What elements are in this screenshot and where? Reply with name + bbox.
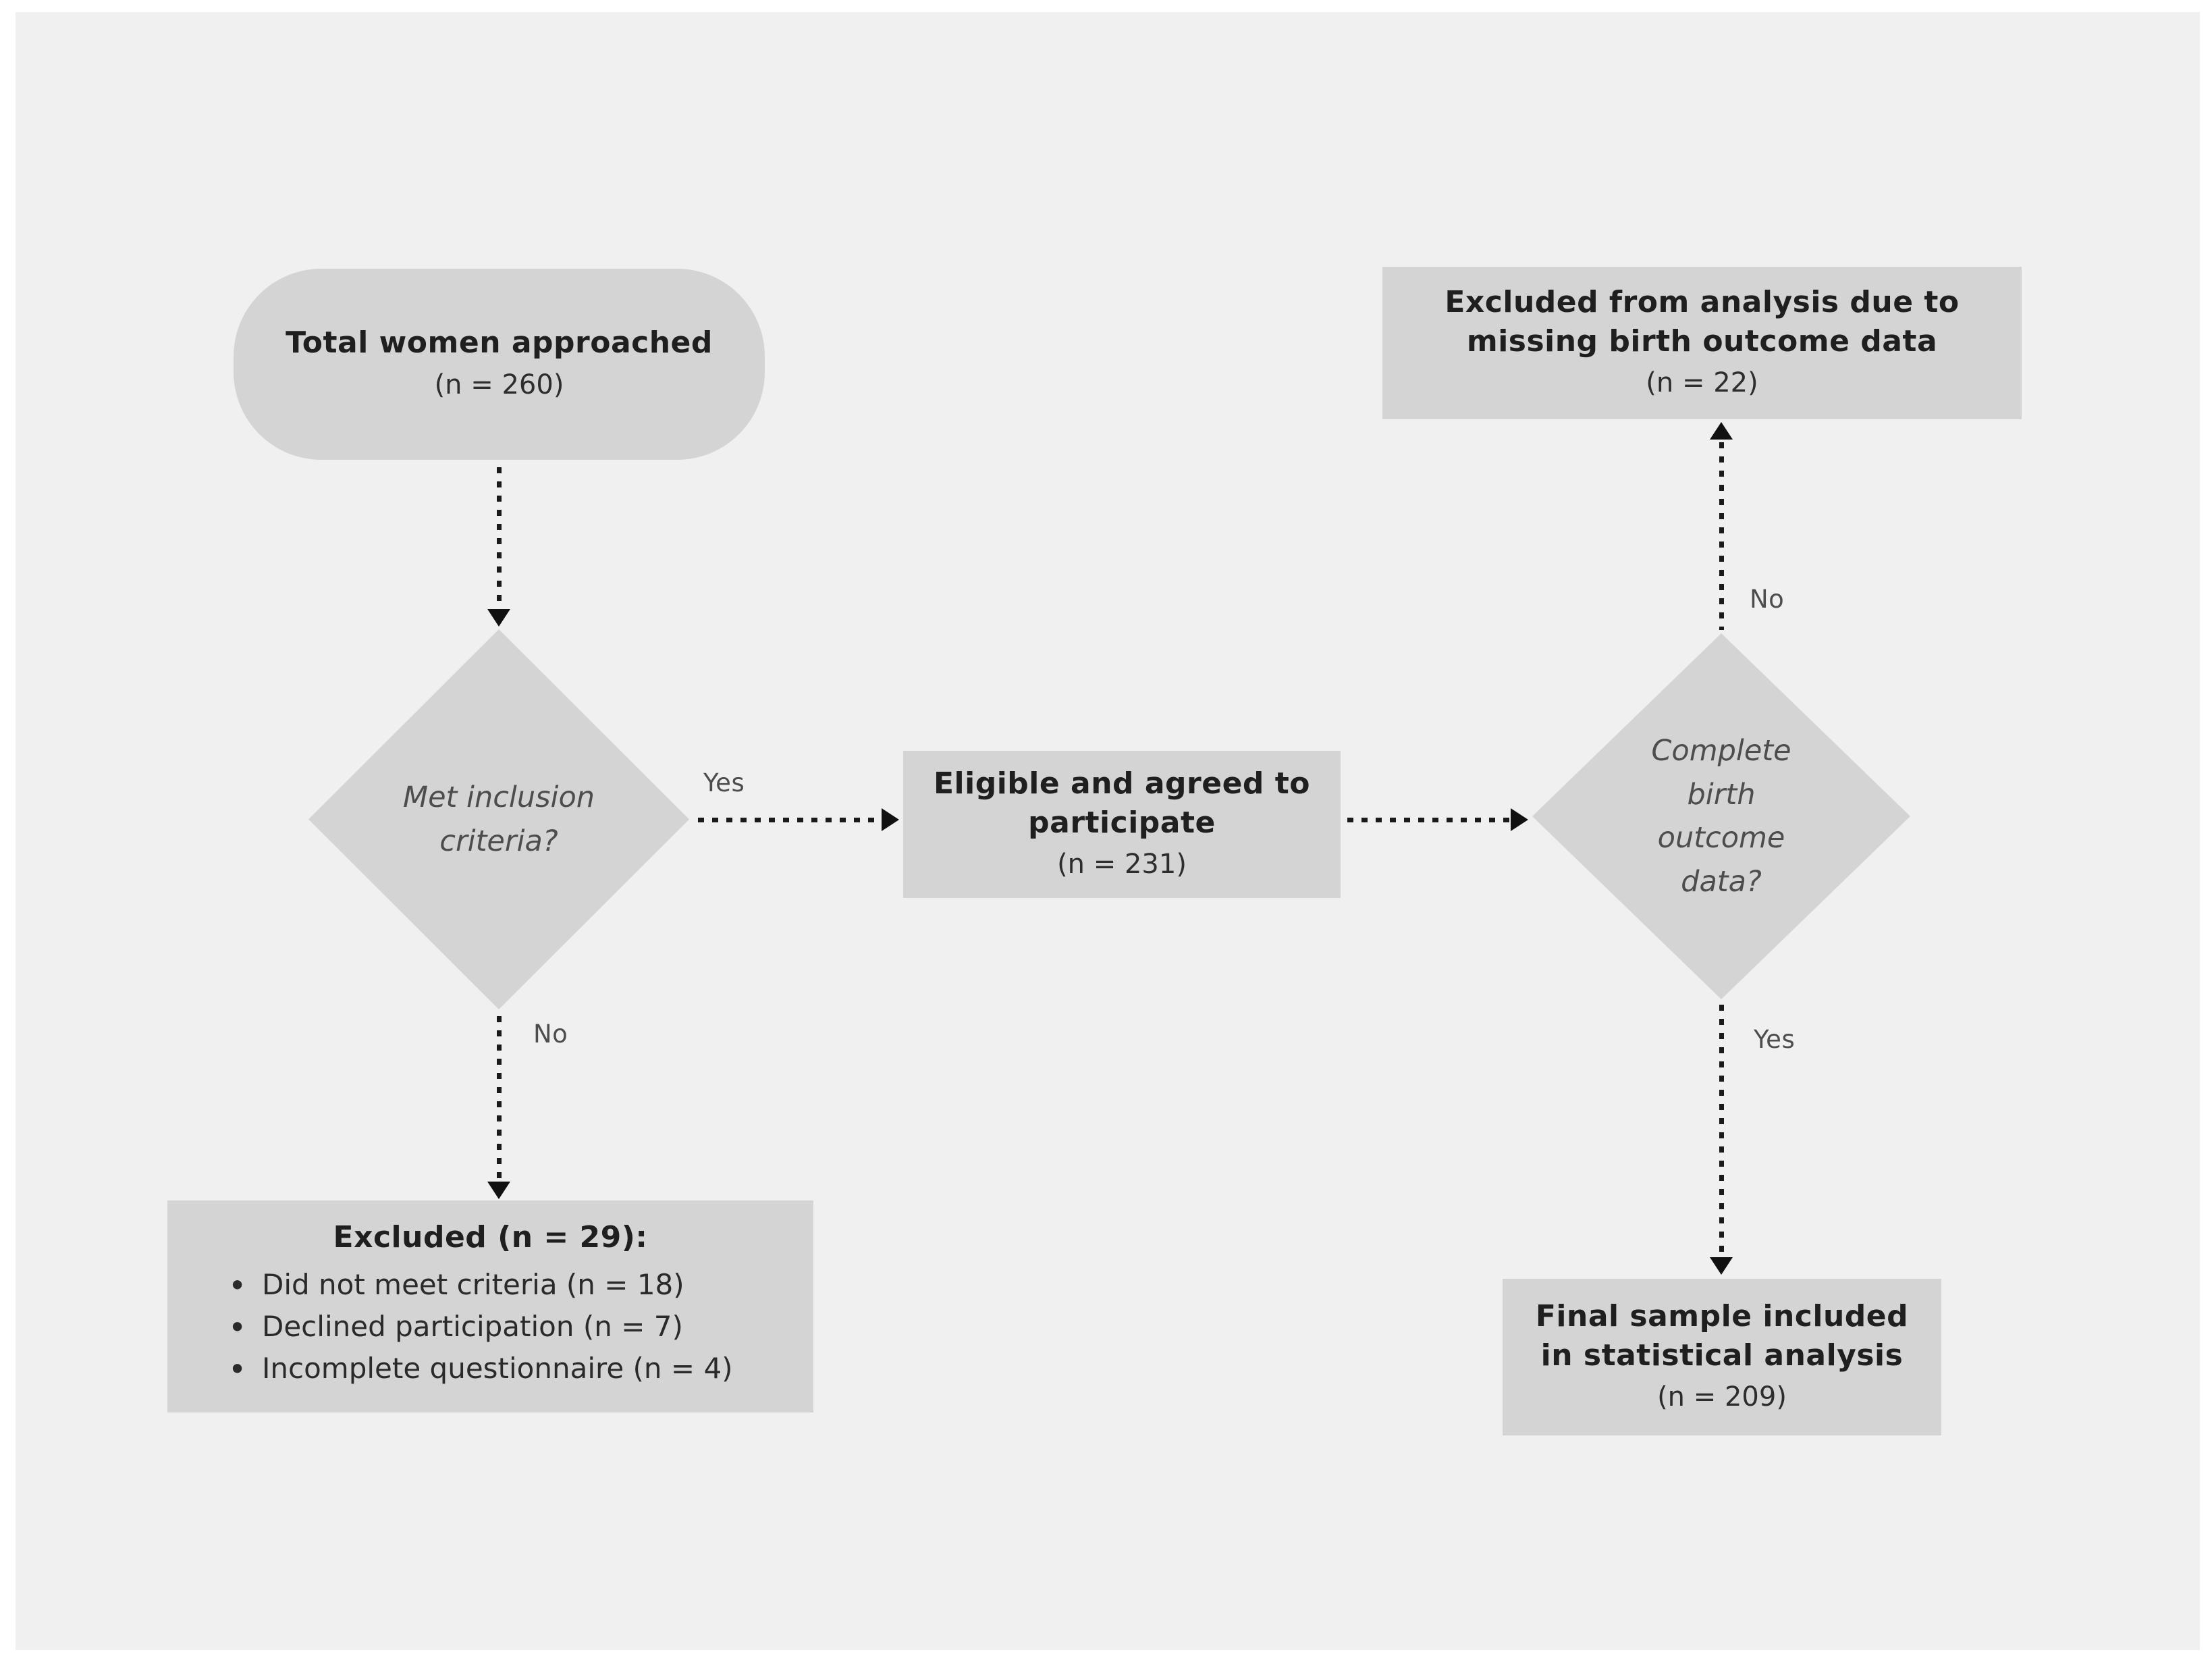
decision-question: Complete birth outcome data? — [1651, 734, 1791, 899]
arrowhead-right-icon — [882, 808, 899, 831]
node-count: (n = 209) — [1657, 1381, 1787, 1413]
node-title: Final sample included in statistical ana… — [1535, 1298, 1909, 1373]
excluded-reason-list: Did not meet criteria (n = 18) Declined … — [194, 1263, 733, 1393]
edge-label-no: No — [533, 1020, 568, 1049]
node-count: (n = 22) — [1646, 367, 1758, 399]
arrowhead-up-icon — [1710, 422, 1733, 440]
arrowhead-down-icon — [1710, 1257, 1733, 1275]
arrow-outcome-to-final-line — [1719, 1005, 1724, 1256]
arrowhead-down-icon — [487, 609, 510, 627]
arrow-criteria-to-excluded-line — [497, 1016, 502, 1182]
node-title: Total women approached — [286, 325, 713, 361]
edge-label-no: No — [1750, 585, 1785, 614]
arrow-criteria-to-eligible-line — [698, 818, 882, 822]
arrowhead-right-icon — [1511, 808, 1528, 831]
arrowhead-down-icon — [487, 1182, 510, 1199]
arrow-outcome-to-excluded-line — [1719, 442, 1724, 630]
node-count: (n = 260) — [434, 369, 564, 400]
node-total-women-approached: Total women approached (n = 260) — [234, 269, 765, 460]
node-final-sample: Final sample included in statistical ana… — [1503, 1279, 1941, 1435]
node-excluded-from-analysis: Excluded from analysis due to missing bi… — [1382, 267, 2022, 419]
arrow-total-to-criteria-line — [497, 467, 502, 608]
decision-question: Met inclusion criteria? — [402, 781, 595, 858]
arrow-eligible-to-outcome-line — [1347, 818, 1511, 822]
node-title: Excluded (n = 29): — [333, 1220, 648, 1254]
node-title: Excluded from analysis due to missing bi… — [1445, 284, 1960, 359]
excluded-reason-item: Declined participation (n = 7) — [223, 1304, 733, 1350]
excluded-reason-item: Did not meet criteria (n = 18) — [223, 1263, 733, 1309]
node-excluded-reasons: Excluded (n = 29): Did not meet criteria… — [167, 1200, 813, 1412]
node-eligible-agreed: Eligible and agreed to participate (n = … — [903, 751, 1341, 898]
node-count: (n = 231) — [1057, 849, 1187, 880]
edge-label-yes: Yes — [703, 768, 745, 797]
edge-label-yes: Yes — [1754, 1025, 1796, 1054]
node-title: Eligible and agreed to participate — [933, 766, 1310, 840]
excluded-reason-item: Incomplete questionnaire (n = 4) — [223, 1346, 733, 1392]
